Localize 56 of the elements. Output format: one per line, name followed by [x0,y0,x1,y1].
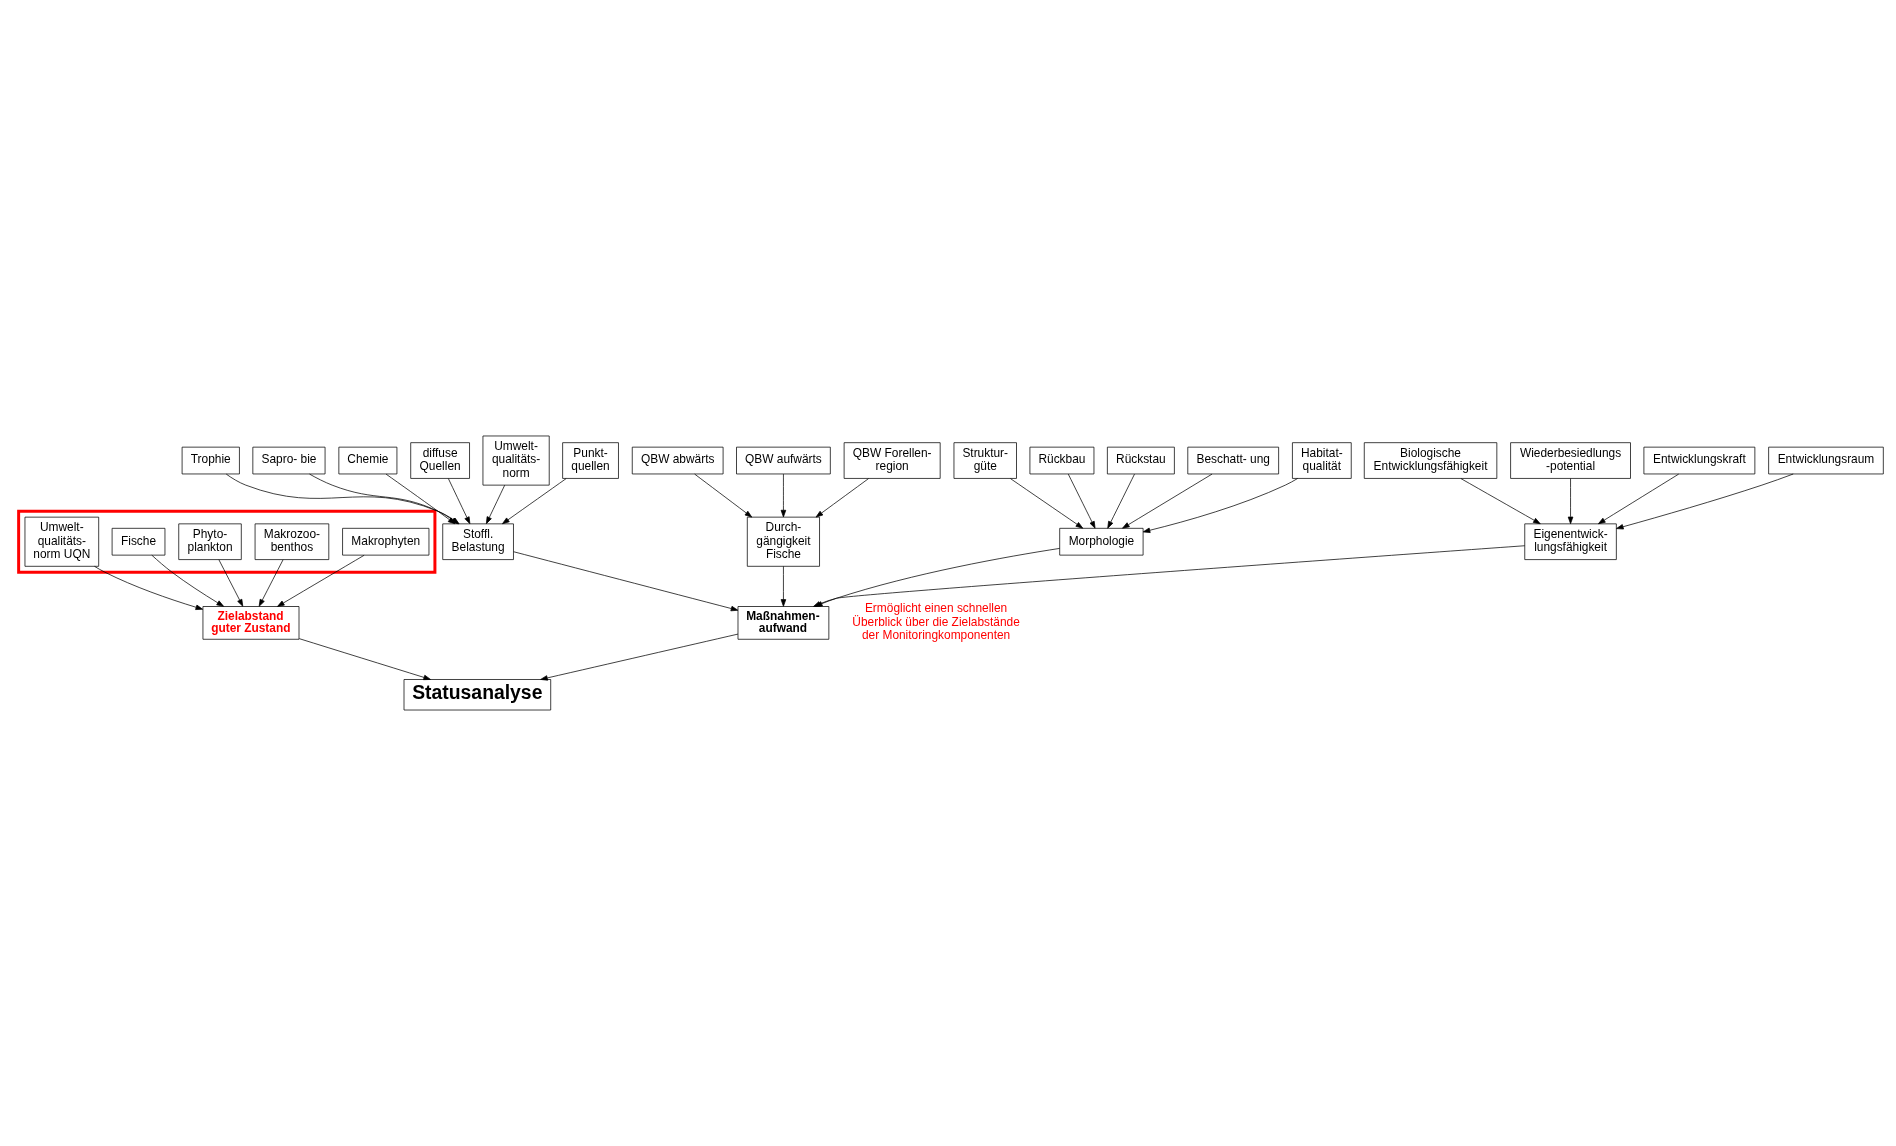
label: Ermöglicht einen schnellen Überblick über die Zielabstände der Monitoringkomponenten [852,601,1020,643]
node-box: Biologische Entwicklungsfähigkeit [1363,442,1498,479]
arrow [218,559,244,607]
node-box: Maßnahmen- aufwand [737,606,830,640]
node-box: Rückstau [1107,446,1175,475]
arrow [1122,473,1213,529]
node-box: diffuse Quellen [410,442,470,479]
node-box: QBW aufwärts [736,446,831,475]
node-box: Zielabstand guter Zustand [202,606,300,640]
node-box: Entwicklungsraum [1768,446,1884,475]
cluster [17,509,437,574]
node-box: Rückbau [1029,446,1095,475]
arrow [298,638,431,681]
node-box: Durch- gängigkeit Fische [746,516,820,567]
node-box: Makrophyten [342,527,430,556]
arrow [1567,478,1574,525]
arrow [815,478,869,518]
node-box: Beschatt- ung [1187,446,1279,475]
node-box: QBW Forellen- region [843,442,941,479]
node-box: Phyto- plankton [178,523,242,560]
arrow [385,473,456,525]
node-box: Trophie [181,446,240,475]
arrow [502,478,567,525]
node-box: Habitat- qualität [1292,442,1352,479]
node-box: Struktur- güte [953,442,1017,479]
arrow [1107,473,1135,529]
arrow [258,559,284,607]
node-box: Fische [111,527,166,556]
node-box: Umwelt- qualitäts- norm [482,435,550,486]
arrow [1598,473,1680,525]
arrow [1460,478,1541,525]
node-box: Punkt- quellen [562,442,619,479]
node-box: Entwicklungskraft [1643,446,1756,475]
arrow [513,551,739,612]
arrow [1010,478,1084,529]
node-box: Umwelt- qualitäts- norm UQN [24,516,100,567]
node-box: Stoffl. Belastung [442,523,514,560]
node-box: Chemie [338,446,398,475]
arrow [94,566,203,610]
node-box: Wiederbesiedlungs -potential [1510,442,1631,479]
node-box: Statusanalyse [403,679,552,711]
arrow [151,554,224,607]
node-box: Morphologie [1059,527,1144,556]
arrow [1616,473,1794,530]
arrow [1067,473,1096,529]
arrow [540,633,739,681]
node-box: Makrozoo- benthos [254,523,330,560]
arrow [780,473,787,518]
arrow [694,473,753,518]
node-box: QBW abwärts [631,446,724,475]
arrow [780,566,787,607]
node-box: Eigenentwick- lungsfähigkeit [1524,523,1617,560]
arrow [486,484,506,525]
arrow [1142,478,1298,533]
node-box: Sapro- bie [252,446,326,475]
arrow [277,554,365,607]
